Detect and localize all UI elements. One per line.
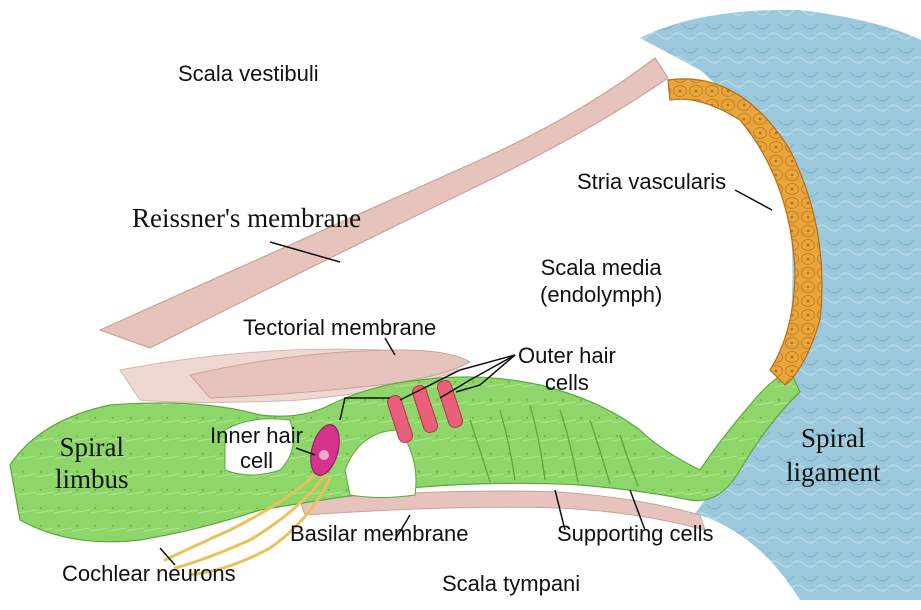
label-spiral-ligament-line1: Spiral xyxy=(786,424,880,452)
label-outer-hair-line1: Outer hair xyxy=(518,344,616,367)
label-cochlear-neurons: Cochlear neurons xyxy=(62,562,236,585)
label-reissners-membrane: Reissner's membrane xyxy=(132,204,361,232)
inner-hair-cell-nucleus xyxy=(319,450,329,460)
label-supporting-cells: Supporting cells xyxy=(557,522,714,545)
label-scala-media-line2: (endolymph) xyxy=(540,283,662,306)
label-scala-media: Scala media (endolymph) xyxy=(540,256,662,306)
label-scala-vestibuli: Scala vestibuli xyxy=(178,62,319,85)
label-outer-hair-cells: Outer hair cells xyxy=(518,344,616,394)
label-spiral-limbus-line2: limbus xyxy=(55,465,129,493)
label-basilar-membrane: Basilar membrane xyxy=(290,522,469,545)
label-spiral-limbus: Spiral limbus xyxy=(55,433,129,494)
label-spiral-ligament-line2: ligament xyxy=(786,458,880,486)
label-scala-media-line1: Scala media xyxy=(540,256,662,279)
label-tectorial-membrane: Tectorial membrane xyxy=(243,316,436,339)
label-spiral-ligament: Spiral ligament xyxy=(786,424,880,487)
label-stria-vascularis: Stria vascularis xyxy=(577,170,726,193)
label-inner-hair-line2: cell xyxy=(210,449,303,472)
label-spiral-limbus-line1: Spiral xyxy=(55,433,129,461)
label-inner-hair-cell: Inner hair cell xyxy=(210,424,303,472)
label-inner-hair-line1: Inner hair xyxy=(210,424,303,447)
label-scala-tympani: Scala tympani xyxy=(442,572,580,595)
label-outer-hair-line2: cells xyxy=(518,371,616,394)
